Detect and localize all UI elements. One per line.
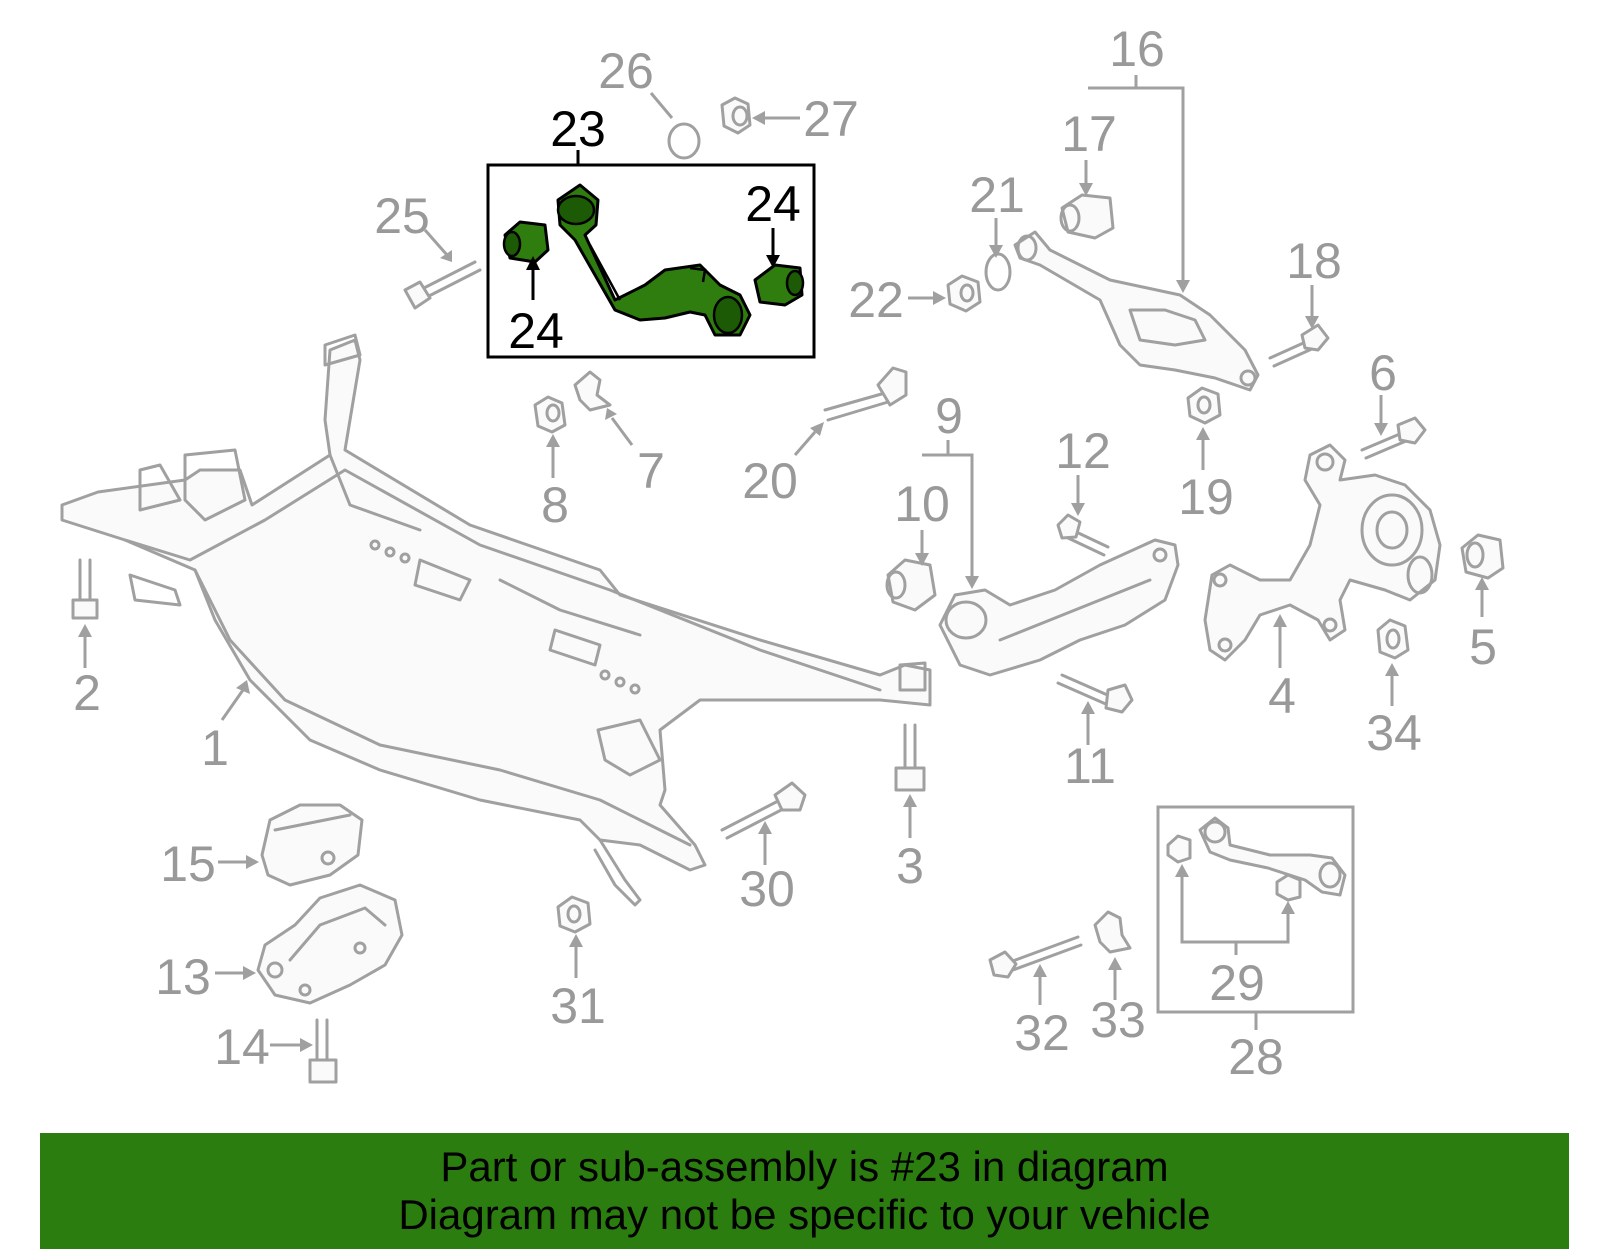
- bolt-20[interactable]: [823, 366, 908, 422]
- bushing-5[interactable]: [1460, 533, 1505, 580]
- callout-5: 5: [1469, 619, 1497, 675]
- knuckle-4[interactable]: [1203, 443, 1442, 662]
- callout-20: 20: [742, 453, 798, 509]
- bushing-17[interactable]: [1059, 193, 1115, 240]
- bolt-25[interactable]: [403, 260, 482, 310]
- callout-33: 33: [1090, 992, 1146, 1048]
- callout-29: 29: [1209, 955, 1265, 1011]
- bolt-6[interactable]: [1360, 416, 1427, 460]
- oring-26[interactable]: [667, 122, 701, 160]
- callout-31: 31: [550, 978, 606, 1034]
- callout-8: 8: [541, 477, 569, 533]
- nut-22[interactable]: [946, 274, 982, 313]
- callout-30: 30: [739, 861, 795, 917]
- control-arm-28[interactable]: [1198, 816, 1347, 897]
- callout-28: 28: [1228, 1029, 1284, 1085]
- bushing-29-a[interactable]: [1166, 834, 1192, 864]
- callout-1: 1: [201, 720, 229, 776]
- bracket-13[interactable]: [256, 883, 404, 1005]
- bushing-24-right[interactable]: [753, 263, 805, 307]
- part-23-box: [486, 163, 816, 359]
- nut-34[interactable]: [1376, 618, 1410, 660]
- callout-11: 11: [1064, 738, 1116, 794]
- callout-32: 32: [1014, 1005, 1070, 1061]
- cover-15[interactable]: [260, 803, 364, 887]
- callout-4: 4: [1268, 668, 1296, 724]
- callout-17: 17: [1061, 106, 1117, 162]
- oring-21[interactable]: [984, 252, 1012, 292]
- plate-33[interactable]: [1093, 910, 1132, 954]
- callout-25: 25: [374, 188, 430, 244]
- callout-21: 21: [969, 167, 1025, 223]
- callout-18: 18: [1286, 233, 1342, 289]
- nut-27[interactable]: [720, 96, 752, 135]
- callout-2: 2: [73, 665, 101, 721]
- callout-6: 6: [1369, 345, 1397, 401]
- callout-27: 27: [803, 91, 859, 147]
- callout-15: 15: [160, 836, 216, 892]
- plate-7[interactable]: [573, 370, 612, 412]
- bolt-32[interactable]: [988, 935, 1083, 979]
- bolt-2[interactable]: [71, 558, 99, 620]
- callout-34: 34: [1366, 705, 1422, 761]
- callout-16: 16: [1109, 21, 1165, 77]
- callout-23: 23: [550, 101, 606, 157]
- subframe-part[interactable]: [60, 333, 932, 907]
- callout-3: 3: [896, 838, 924, 894]
- bolt-12[interactable]: [1056, 513, 1110, 557]
- callout-26: 26: [598, 43, 654, 99]
- trailing-arm-9[interactable]: [938, 538, 1180, 677]
- info-banner: Part or sub-assembly is #23 in diagram D…: [40, 1133, 1569, 1249]
- callout-24-right: 24: [745, 176, 801, 232]
- bolt-18[interactable]: [1268, 323, 1330, 368]
- bolt-30[interactable]: [720, 781, 807, 840]
- callout-14: 14: [214, 1019, 270, 1075]
- banner-line-2: Diagram may not be specific to your vehi…: [398, 1191, 1211, 1238]
- bushing-10[interactable]: [885, 558, 937, 612]
- nut-31[interactable]: [556, 895, 592, 934]
- bushing-29-b[interactable]: [1275, 873, 1302, 902]
- callout-10: 10: [894, 476, 950, 532]
- callout-22: 22: [848, 272, 904, 328]
- upper-control-arm-23[interactable]: [556, 183, 752, 337]
- bolt-14[interactable]: [308, 1018, 338, 1084]
- bolt-11[interactable]: [1056, 673, 1134, 714]
- callout-7: 7: [637, 443, 665, 499]
- callout-9: 9: [935, 388, 963, 444]
- callout-13: 13: [155, 949, 211, 1005]
- bolt-3[interactable]: [894, 723, 926, 792]
- banner-line-1: Part or sub-assembly is #23 in diagram: [440, 1143, 1169, 1190]
- nut-19[interactable]: [1186, 386, 1222, 425]
- lower-arm-16[interactable]: [1013, 230, 1260, 392]
- callout-12: 12: [1055, 423, 1111, 479]
- callout-19: 19: [1178, 469, 1234, 525]
- callout-24-left: 24: [508, 303, 564, 359]
- nut-8[interactable]: [533, 395, 567, 434]
- bushing-24-left[interactable]: [502, 220, 550, 264]
